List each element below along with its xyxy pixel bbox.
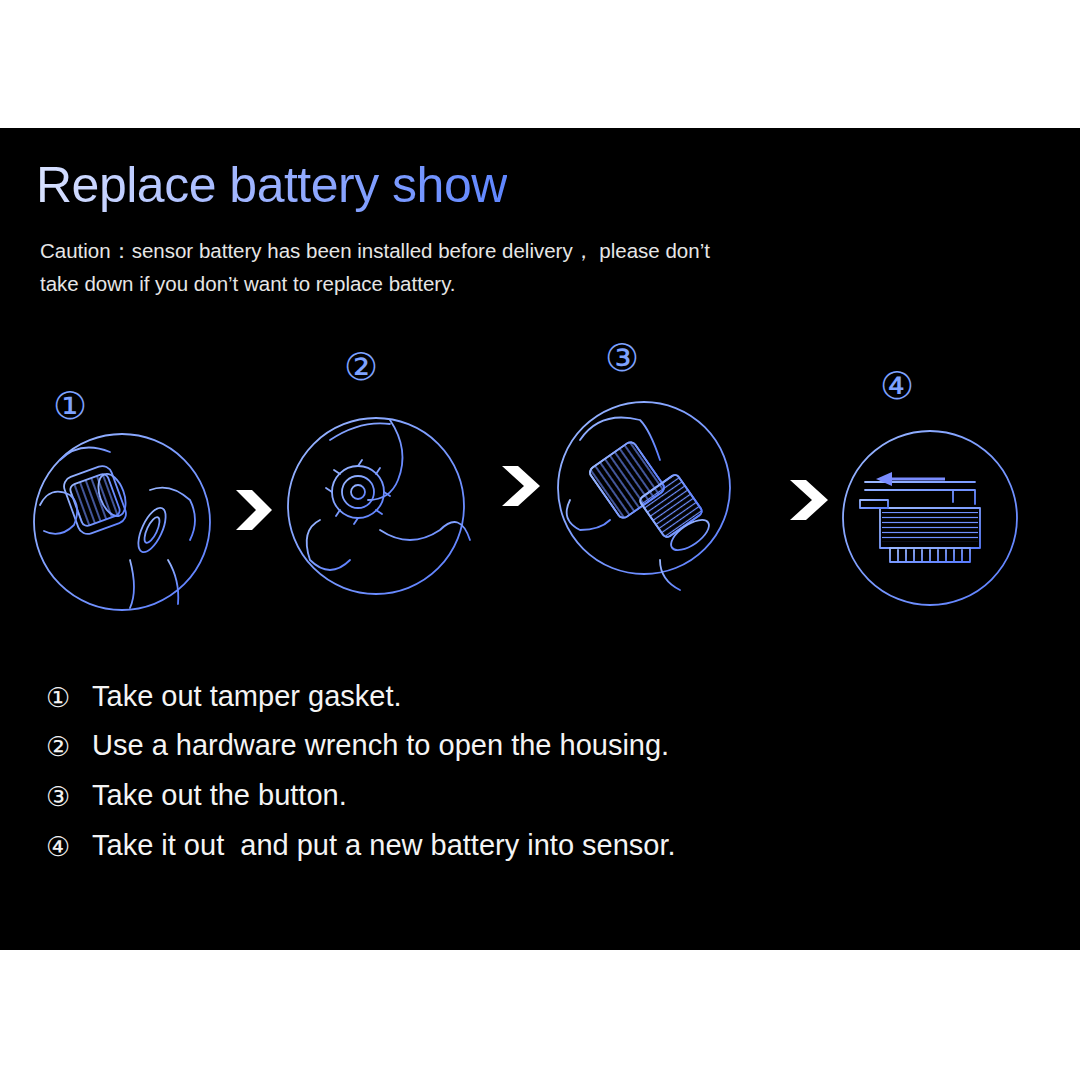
wrench-hand: [307, 420, 470, 570]
sensor-cap: [40, 448, 131, 537]
step-chevron: [236, 466, 828, 530]
step-number: ①: [46, 682, 70, 713]
open-housing: [567, 418, 714, 591]
page-title: Replace battery show: [36, 156, 507, 214]
step-number: ③: [46, 781, 70, 812]
step-circle: [288, 418, 464, 594]
step-number: ④: [46, 831, 70, 862]
caution-note: Caution：sensor battery has been installe…: [40, 234, 740, 300]
callout-number: ④: [880, 364, 914, 408]
tamper-gasket: [130, 488, 195, 608]
callout-number: ③: [605, 336, 639, 380]
step-circle: [843, 431, 1017, 605]
callout-number: ①: [53, 384, 87, 428]
step-circle: [34, 434, 210, 610]
step-number: ②: [46, 731, 70, 762]
step-text: Take out tamper gasket.: [92, 680, 402, 713]
step-text: Use a hardware wrench to open the housin…: [92, 729, 669, 762]
step-circle: [558, 402, 730, 574]
battery-slide: [860, 482, 980, 562]
slide-arrow: [876, 472, 945, 486]
step-text: Take it out and put a new battery into s…: [92, 829, 676, 862]
callout-number: ②: [344, 345, 378, 389]
step-text: Take out the button.: [92, 779, 347, 812]
